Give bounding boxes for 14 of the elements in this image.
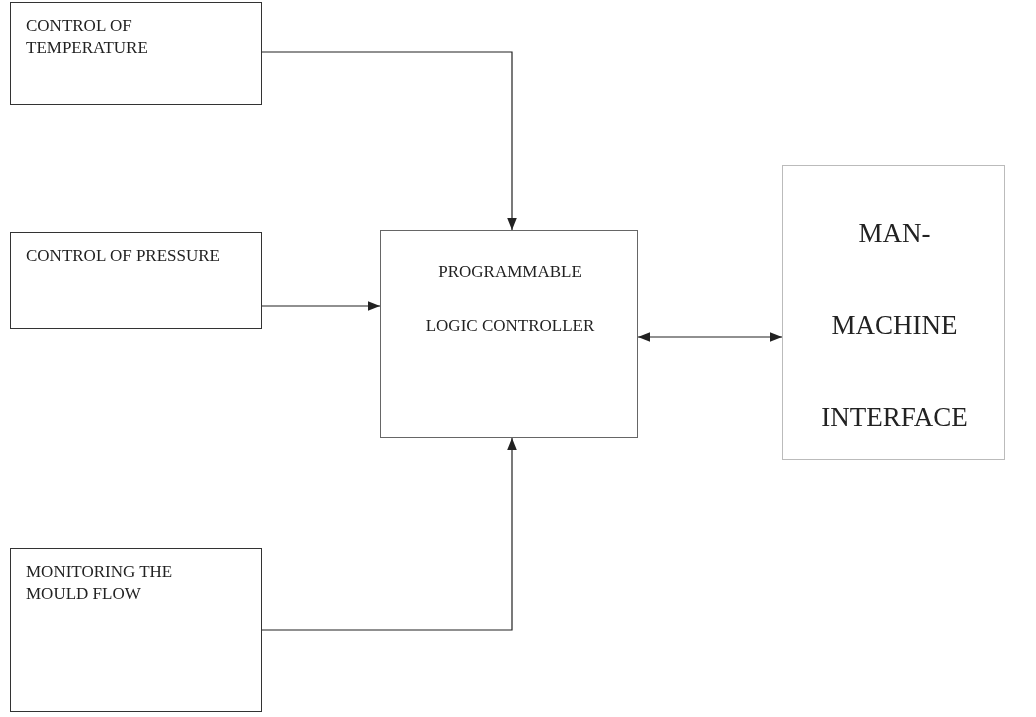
arrow: [261, 51, 517, 231]
process-box: [10, 548, 262, 712]
process-box: [10, 232, 262, 329]
arrow: [261, 437, 517, 631]
box-label: MAN- MACHINE INTERFACE: [820, 217, 969, 434]
box-label: CONTROL OF TEMPERATURE: [26, 15, 149, 60]
box-label: CONTROL OF PRESSURE: [26, 245, 221, 267]
box-label: PROGRAMMABLE LOGIC CONTROLLER: [424, 261, 596, 338]
box-label: MONITORING THE MOULD FLOW: [26, 561, 174, 606]
process-box: [10, 2, 262, 105]
process-box: [380, 230, 638, 438]
arrow: [637, 332, 783, 342]
process-box: [782, 165, 1005, 460]
arrow: [261, 301, 381, 311]
